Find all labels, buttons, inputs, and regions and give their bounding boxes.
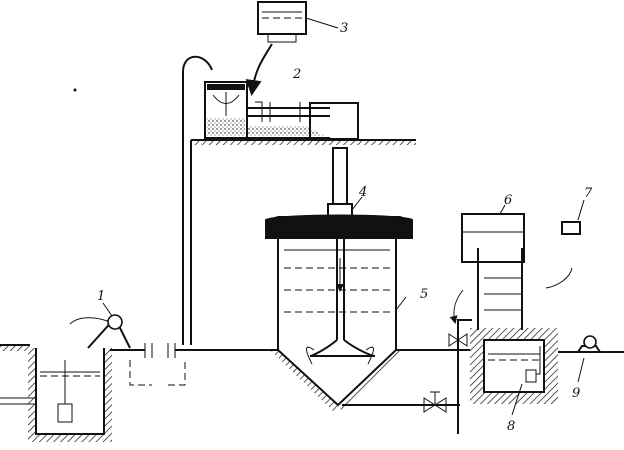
label-5: 5 <box>420 287 428 302</box>
pump-icon <box>107 314 123 330</box>
pump-9-icon <box>583 335 597 349</box>
label-6: 6 <box>504 193 512 208</box>
label-1: 1 <box>97 289 105 304</box>
settling-tank <box>265 214 413 412</box>
outlet-pump <box>577 335 601 383</box>
transfer-pipe <box>448 289 472 434</box>
reagent-tank <box>245 1 339 96</box>
sump-pump-pit <box>0 302 131 442</box>
dosing-hopper <box>204 81 359 140</box>
label-4: 4 <box>358 185 367 200</box>
label-3: 3 <box>340 21 348 36</box>
label-7: 7 <box>584 186 593 201</box>
riser-pipe <box>182 55 213 345</box>
label-2: 2 <box>292 67 301 82</box>
feed-hopper <box>461 204 525 330</box>
stirrer-shaft <box>309 147 376 357</box>
collection-tank <box>470 328 558 416</box>
control-box <box>545 199 585 289</box>
upper-floor <box>191 139 416 145</box>
drain-line <box>342 391 460 413</box>
label-9: 9 <box>572 386 580 401</box>
label-8: 8 <box>507 419 515 434</box>
